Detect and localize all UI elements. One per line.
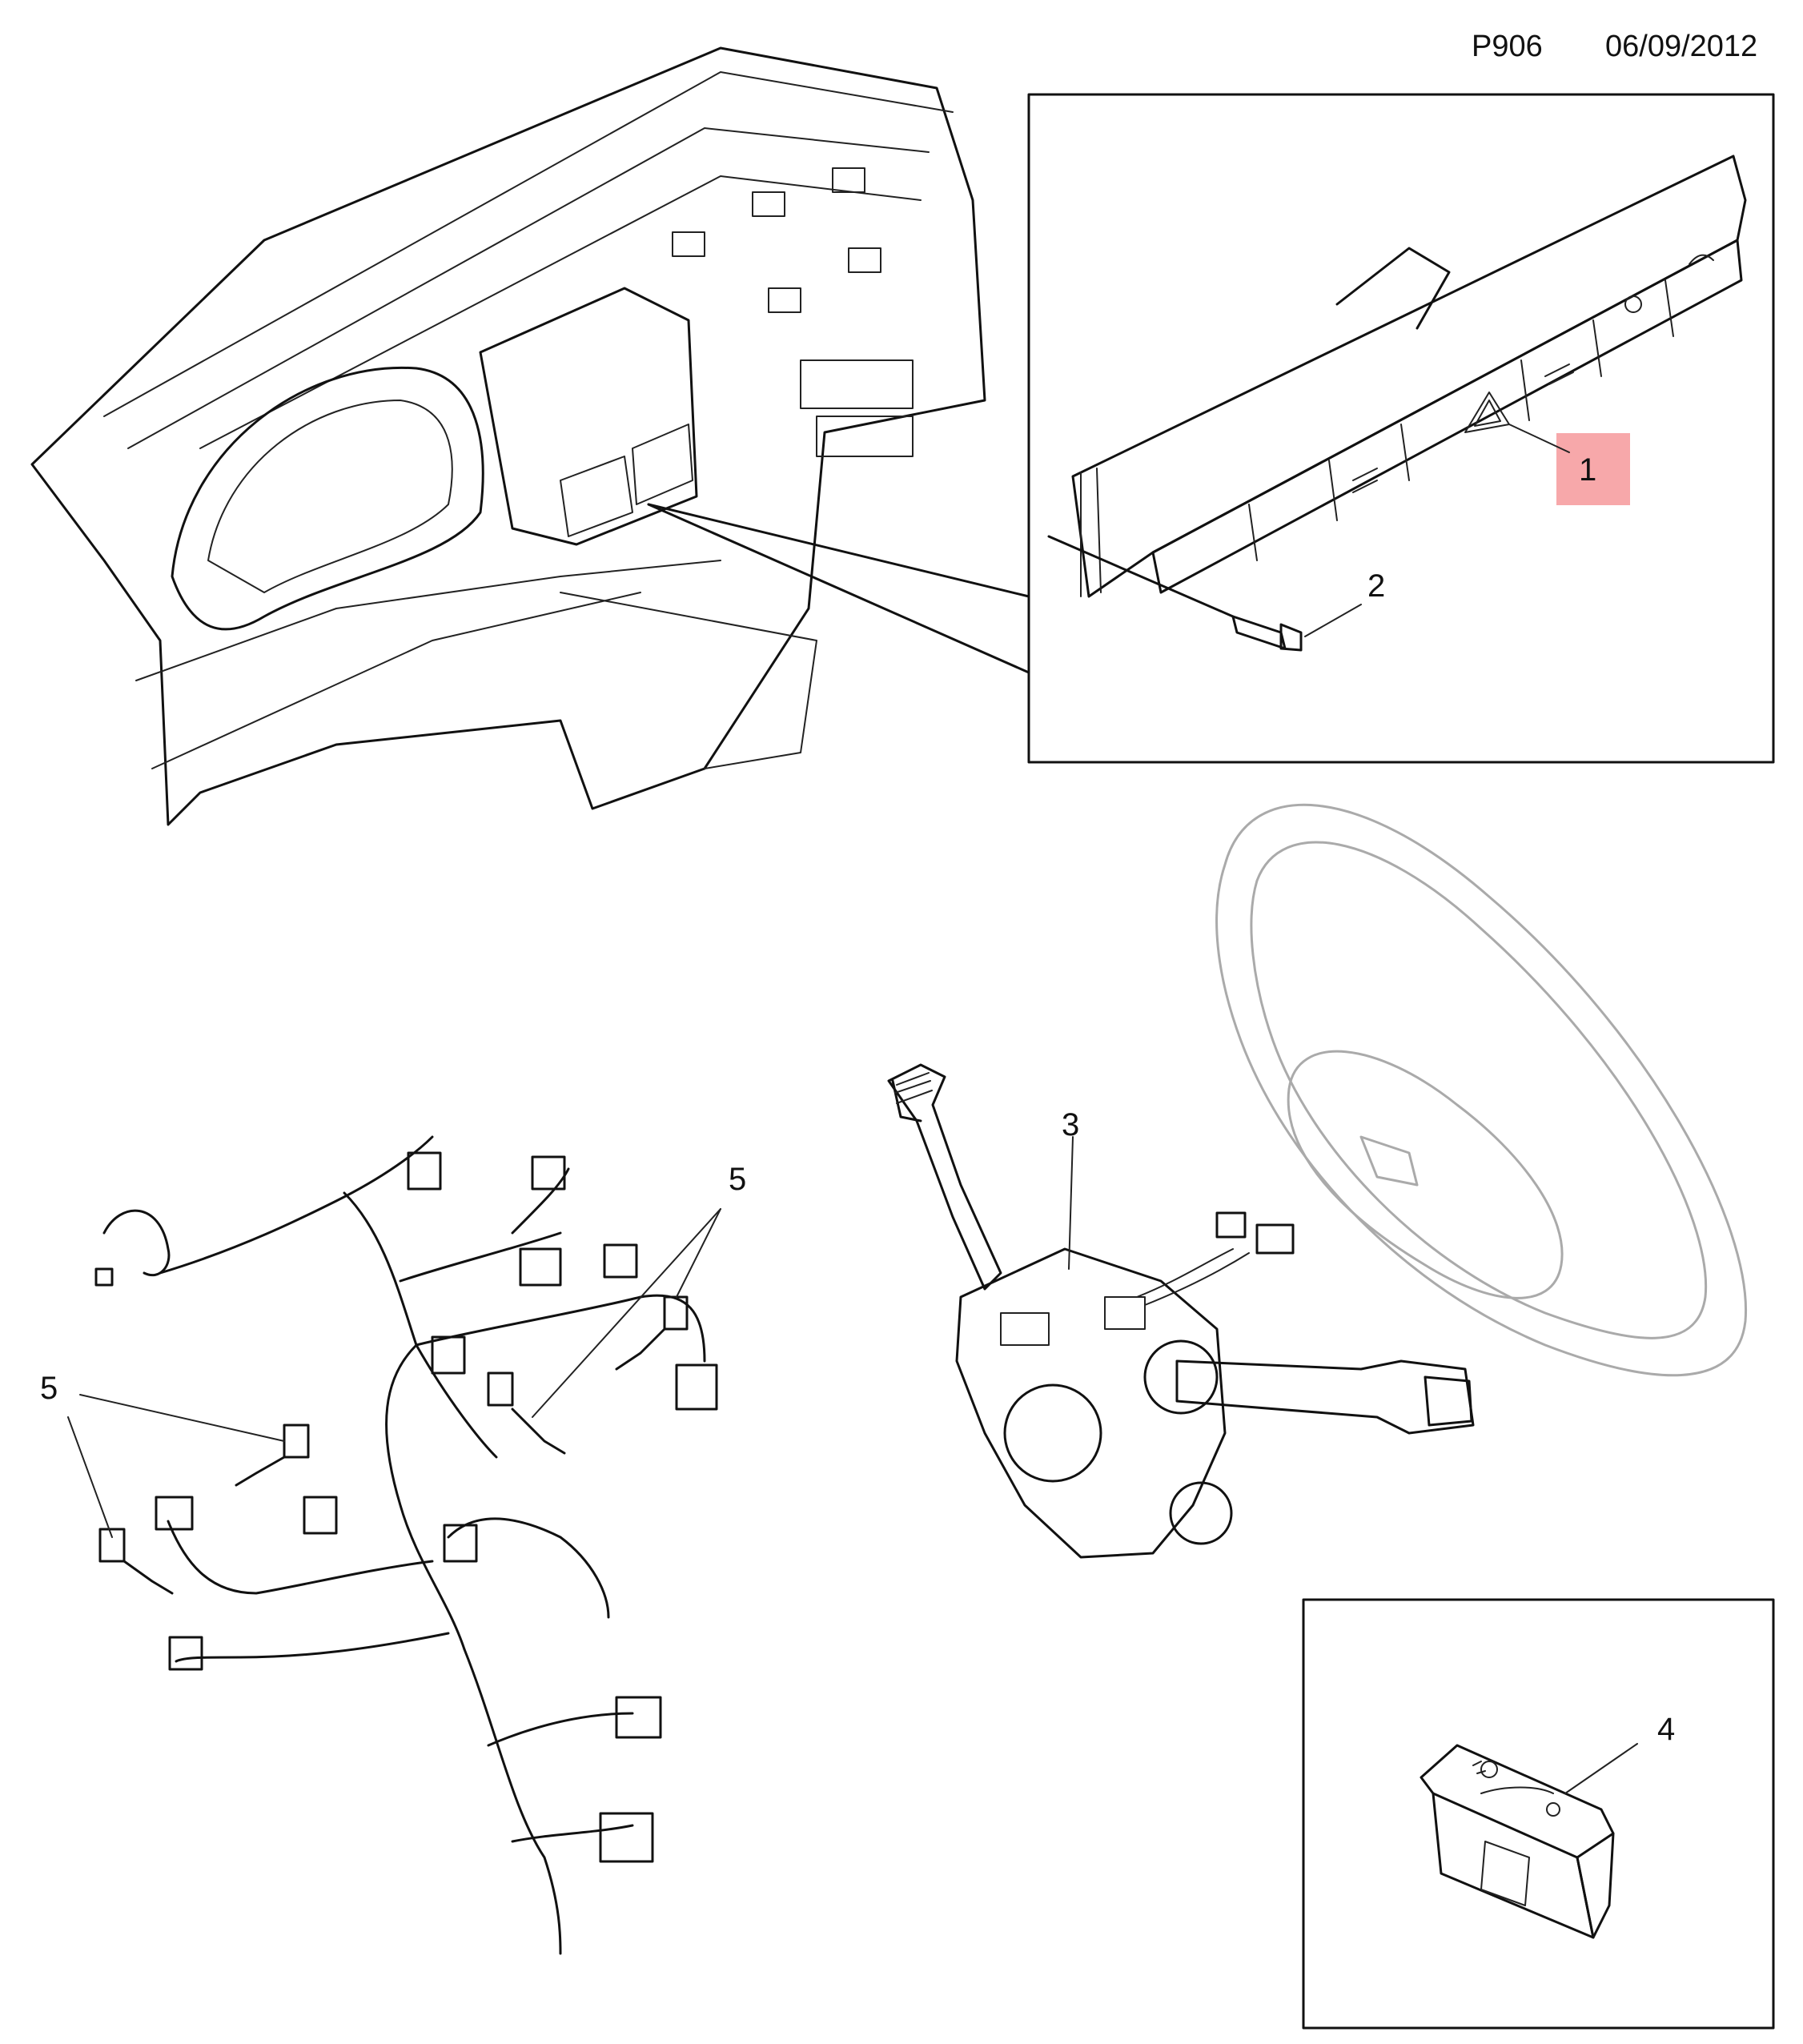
steering-wheel-drawing xyxy=(1215,803,1748,1377)
plate-date: 06/09/2012 xyxy=(1605,30,1757,63)
callout-5a: 5 xyxy=(729,1162,746,1197)
callout-5b-leader-2 xyxy=(67,1416,113,1538)
dashboard-drawing xyxy=(30,46,986,826)
hazard-switch-panel-drawing xyxy=(1071,155,1747,598)
callout-2-leader xyxy=(1304,604,1362,637)
plate-code: P906 xyxy=(1472,30,1543,63)
fog-lamp-switch-drawing xyxy=(1420,1744,1615,1939)
inset-leader-bottom xyxy=(647,503,1030,674)
callout-5b: 5 xyxy=(40,1371,58,1406)
callout-4-leader xyxy=(1564,1743,1638,1794)
callout-2: 2 xyxy=(1367,568,1385,604)
inset-box-fog-switch xyxy=(1302,1598,1775,2030)
inset-box-switch-panel xyxy=(1027,93,1775,764)
wiring-harness-drawing xyxy=(94,1135,718,1955)
callout-1-highlight xyxy=(1556,433,1630,505)
callout-5b-leader-1 xyxy=(79,1394,285,1442)
callout-3-leader xyxy=(1068,1136,1074,1270)
callout-5a-leader-1 xyxy=(676,1208,721,1298)
callout-4: 4 xyxy=(1657,1712,1675,1747)
callout-3: 3 xyxy=(1062,1107,1079,1142)
inset-leader-top xyxy=(647,503,1030,598)
screw-drawing xyxy=(1047,535,1303,652)
callout-5a-leader-2 xyxy=(532,1208,721,1418)
combination-switch-drawing xyxy=(887,1063,1475,1559)
callout-1-leader xyxy=(1508,424,1570,453)
hazard-triangle-icon xyxy=(1464,392,1510,433)
callout-1: 1 xyxy=(1579,452,1596,488)
